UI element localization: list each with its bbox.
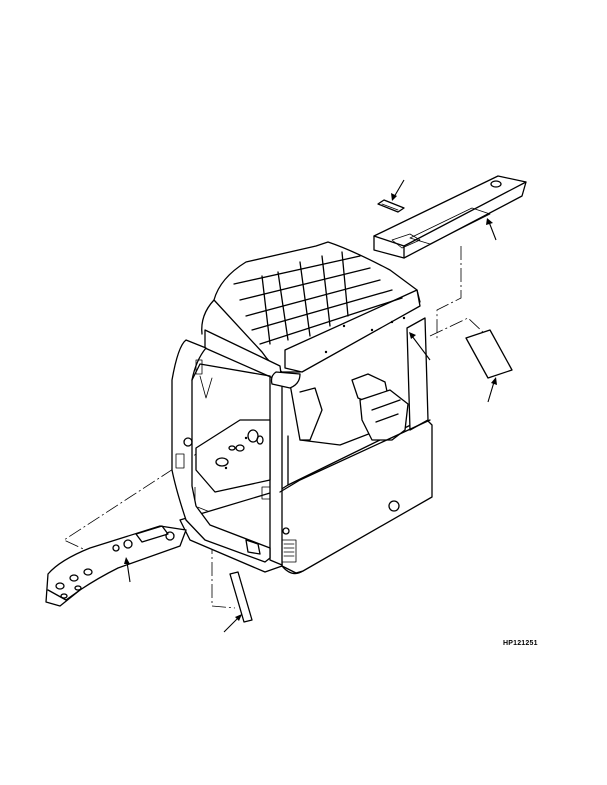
small-bracket-part (377, 199, 405, 213)
control-panel (45, 525, 187, 607)
decal-lower (229, 571, 253, 623)
callout-arrows (124, 179, 497, 633)
roof-frame (201, 241, 421, 389)
figure-id-label: HP121251 (503, 640, 538, 647)
floor-controls (215, 429, 264, 470)
door-frame (171, 339, 271, 563)
vent-grille (281, 539, 297, 563)
cab-body (179, 317, 433, 575)
decal-right (465, 329, 513, 379)
armrest-tray (373, 175, 527, 259)
